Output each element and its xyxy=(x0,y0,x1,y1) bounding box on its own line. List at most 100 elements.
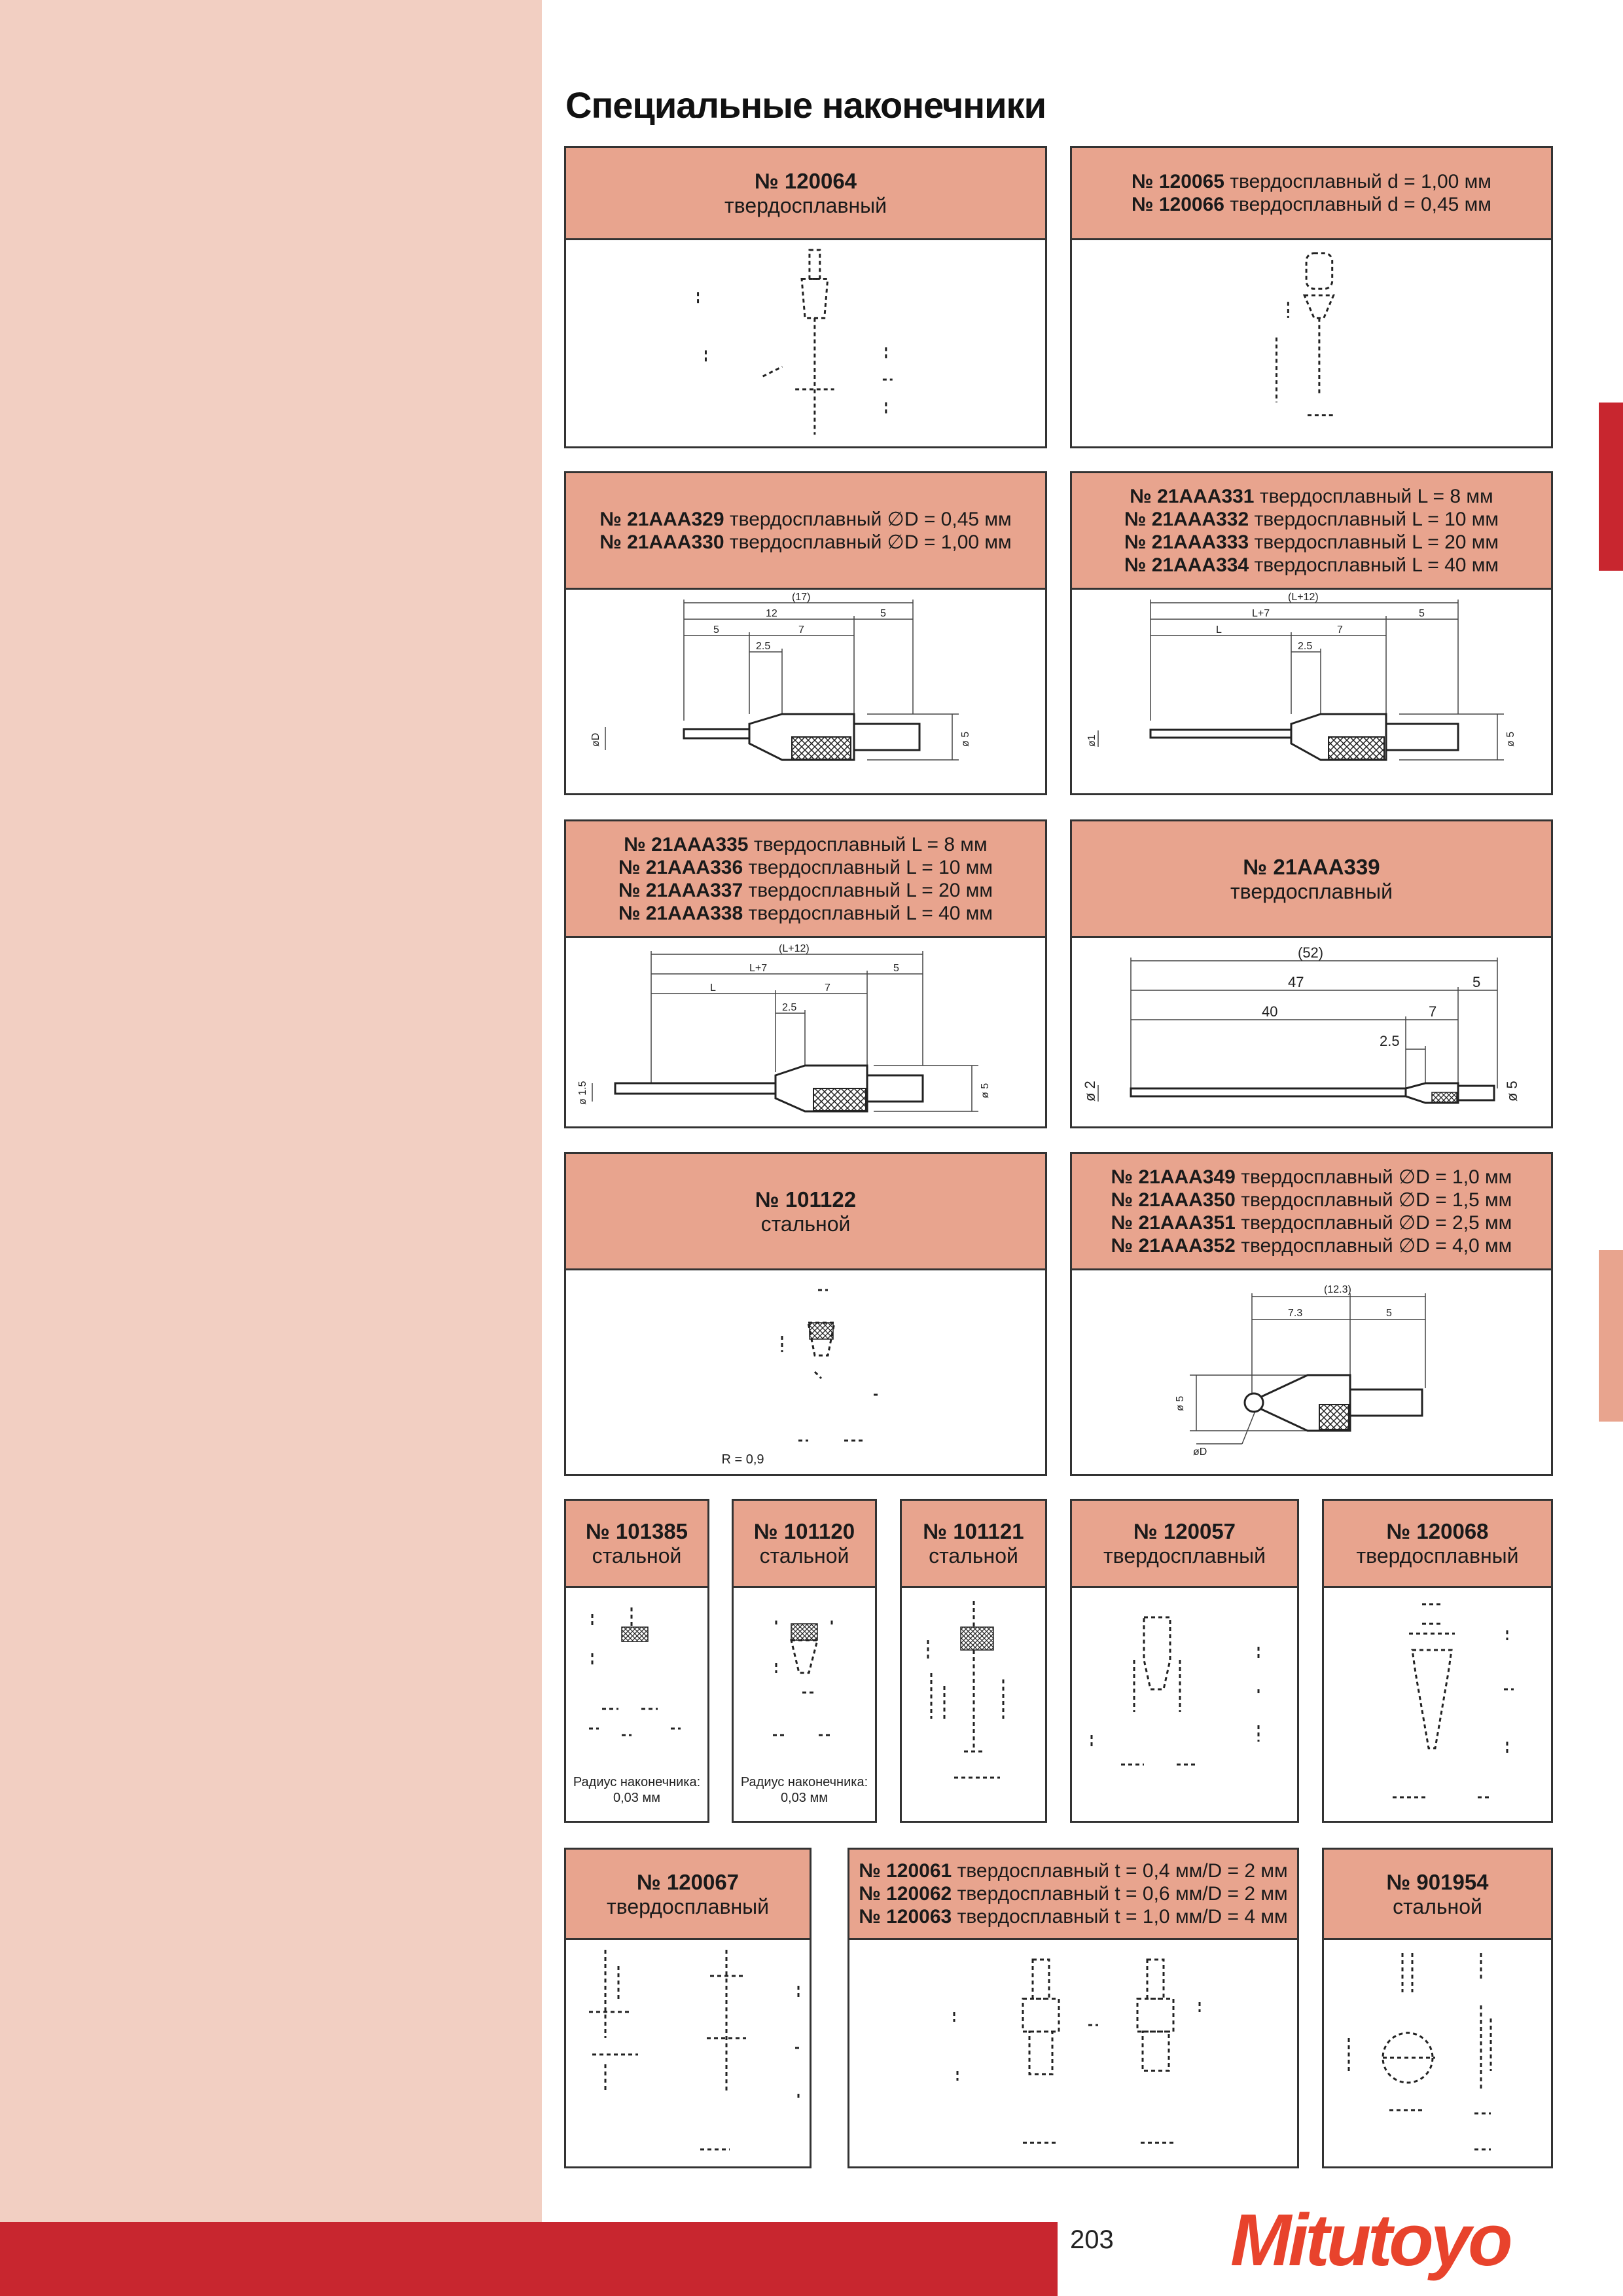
dim-b: 5 xyxy=(1419,608,1425,619)
variant-line: № 120061 твердосплавный t = 0,4 мм/D = 2… xyxy=(859,1860,1288,1882)
variant-line: № 21AAA352 твердосплавный ∅D = 4,0 мм xyxy=(1111,1234,1512,1257)
dim-total: (L+12) xyxy=(779,943,810,954)
card-21aaa329: № 21AAA329 твердосплавный ∅D = 0,45 мм №… xyxy=(564,471,1047,795)
dim-right: ø 5 xyxy=(980,1083,991,1098)
section-tab-red xyxy=(1599,403,1623,571)
card-header: № 21AAA335 твердосплавный L = 8 мм № 21A… xyxy=(566,821,1045,938)
material: твердосплавный xyxy=(1230,879,1393,903)
card-21aaa349: № 21AAA349 твердосплавный ∅D = 1,0 мм № … xyxy=(1070,1152,1553,1476)
stylus-tip-drawing xyxy=(781,1289,879,1442)
radius-value: 0,03 мм xyxy=(613,1791,660,1805)
material: стальной xyxy=(759,1544,849,1568)
variant-line: № 120065 твердосплавный d = 1,00 мм xyxy=(1132,171,1491,192)
dim-e: 2.5 xyxy=(1380,1033,1400,1049)
part-number: № 120068 xyxy=(1386,1519,1489,1543)
dim-b: 5 xyxy=(1386,1308,1392,1319)
material: твердосплавный xyxy=(1103,1544,1266,1568)
part-number: № 101385 xyxy=(585,1519,688,1543)
card-header: № 120057 твердосплавный xyxy=(1072,1501,1297,1588)
card-101385: № 101385 стальной Радиус наконечника: 0,… xyxy=(564,1499,709,1823)
dimension-drawing: (52) 47 5 40 7 2.5 ø 2 ø 5 xyxy=(1082,944,1520,1104)
card-120064: № 120064 твердосплавный xyxy=(564,146,1047,448)
stylus-tip-drawing xyxy=(1090,1616,1260,1766)
stylus-drawing: Радиус наконечника: 0,03 мм xyxy=(566,1588,707,1821)
stylus-drawing: Радиус наконечника: 0,03 мм xyxy=(734,1588,875,1821)
radius-note: Радиус наконечника: xyxy=(573,1775,701,1789)
part-number: № 101121 xyxy=(923,1519,1024,1543)
card-120057: № 120057 твердосплавный xyxy=(1070,1499,1299,1823)
stylus-tip-drawing xyxy=(927,1601,1005,1779)
stylus-tip-drawing xyxy=(1393,1603,1514,1799)
dim-d: 7 xyxy=(1337,624,1343,636)
dim-b: 5 xyxy=(880,608,886,619)
dim-total: (L+12) xyxy=(1288,592,1319,603)
dimension-drawing: (L+12) L+7 5 L 7 2.5 ø 1.5 ø 5 xyxy=(577,943,991,1113)
card-header: № 101121 стальной xyxy=(902,1501,1045,1588)
variant-line: № 21AAA335 твердосплавный L = 8 мм xyxy=(624,833,988,855)
dim-a: L+7 xyxy=(749,963,767,974)
card-header: № 101385 стальной xyxy=(566,1501,707,1588)
dim-a: 47 xyxy=(1288,974,1304,990)
dim-d: 7 xyxy=(1429,1003,1436,1020)
material: стальной xyxy=(1393,1894,1482,1918)
variant-line: № 120063 твердосплавный t = 1,0 мм/D = 4… xyxy=(859,1906,1288,1928)
card-header: № 21AAA339 твердосплавный xyxy=(1072,821,1551,938)
variant-line: № 21AAA331 твердосплавный L = 8 мм xyxy=(1130,485,1493,507)
dim-right: ø 5 xyxy=(1505,732,1516,747)
card-header: № 21AAA329 твердосплавный ∅D = 0,45 мм №… xyxy=(566,473,1045,590)
material: твердосплавный xyxy=(1356,1544,1519,1568)
stylus-tip-drawing xyxy=(953,1958,1201,2144)
variant-line: № 120062 твердосплавный t = 0,6 мм/D = 2… xyxy=(859,1883,1288,1905)
page-title: Специальные наконечники xyxy=(565,84,1046,126)
card-header: № 120067 твердосплавный xyxy=(566,1850,810,1940)
stylus-drawing: (L+12) L+7 5 L 7 2.5 ø 1.5 ø 5 xyxy=(566,938,1045,1126)
card-21aaa335: № 21AAA335 твердосплавный L = 8 мм № 21A… xyxy=(564,819,1047,1128)
part-number: № 120067 xyxy=(636,1869,740,1894)
part-number: № 101120 xyxy=(753,1519,855,1543)
card-header: № 101122 стальной xyxy=(566,1154,1045,1270)
dim-d: 7 xyxy=(825,982,830,994)
stylus-drawing: (L+12) L+7 5 L 7 2.5 ø1 ø 5 xyxy=(1072,590,1551,793)
part-number: № 120057 xyxy=(1133,1519,1236,1543)
variant-line: № 21AAA336 твердосплавный L = 10 мм xyxy=(618,856,993,878)
variant-line: № 120066 твердосплавный d = 0,45 мм xyxy=(1132,194,1491,215)
stylus-tip-drawing xyxy=(697,249,893,435)
variant-line: № 21AAA334 твердосплавный L = 40 мм xyxy=(1124,554,1499,576)
card-101122: № 101122 стальной R = 0,9 xyxy=(564,1152,1047,1476)
variant-line: № 21AAA349 твердосплавный ∅D = 1,0 мм xyxy=(1111,1166,1512,1188)
stylus-drawing xyxy=(849,1940,1297,2166)
dim-total: (52) xyxy=(1298,944,1323,961)
dimension-drawing: (L+12) L+7 5 L 7 2.5 ø1 ø 5 xyxy=(1086,592,1516,761)
dim-ball: øD xyxy=(1193,1446,1207,1458)
dim-d: 7 xyxy=(798,624,804,636)
material: твердосплавный xyxy=(607,1894,769,1918)
card-header: № 120065 твердосплавный d = 1,00 мм № 12… xyxy=(1072,148,1551,240)
variant-line: № 21AAA333 твердосплавный L = 20 мм xyxy=(1124,531,1499,553)
footer-bar xyxy=(0,2222,1058,2296)
stylus-drawing xyxy=(1324,1588,1551,1821)
card-21aaa331: № 21AAA331 твердосплавный L = 8 мм № 21A… xyxy=(1070,471,1553,795)
card-header: № 120061 твердосплавный t = 0,4 мм/D = 2… xyxy=(849,1850,1297,1940)
part-number: № 101122 xyxy=(755,1187,857,1211)
dim-total: (12.3) xyxy=(1324,1284,1351,1295)
card-120061: № 120061 твердосплавный t = 0,4 мм/D = 2… xyxy=(847,1848,1299,2168)
dim-c: L xyxy=(1216,624,1222,636)
dim-b: 5 xyxy=(893,963,899,974)
material: твердосплавный xyxy=(724,194,887,217)
card-120065: № 120065 твердосплавный d = 1,00 мм № 12… xyxy=(1070,146,1553,448)
card-120068: № 120068 твердосплавный xyxy=(1322,1499,1553,1823)
stylus-drawing xyxy=(566,240,1045,446)
card-101121: № 101121 стальной xyxy=(900,1499,1047,1823)
left-margin-strip xyxy=(0,0,542,2296)
dimension-drawing: (17) 12 5 5 7 2.5 øD ø 5 xyxy=(590,592,971,761)
stylus-drawing xyxy=(902,1588,1045,1821)
radius-value: 0,03 мм xyxy=(781,1791,828,1805)
dim-left: ø 2 xyxy=(1082,1081,1098,1102)
card-header: № 901954 стальной xyxy=(1324,1850,1551,1940)
variant-line: № 21AAA329 твердосплавный ∅D = 0,45 мм xyxy=(599,508,1012,530)
dim-b: 5 xyxy=(1472,974,1480,990)
variant-line: № 21AAA350 твердосплавный ∅D = 1,5 мм xyxy=(1111,1189,1512,1211)
part-number: № 120064 xyxy=(754,169,857,193)
dim-a: 12 xyxy=(766,608,777,619)
dim-e: 2.5 xyxy=(756,641,770,652)
